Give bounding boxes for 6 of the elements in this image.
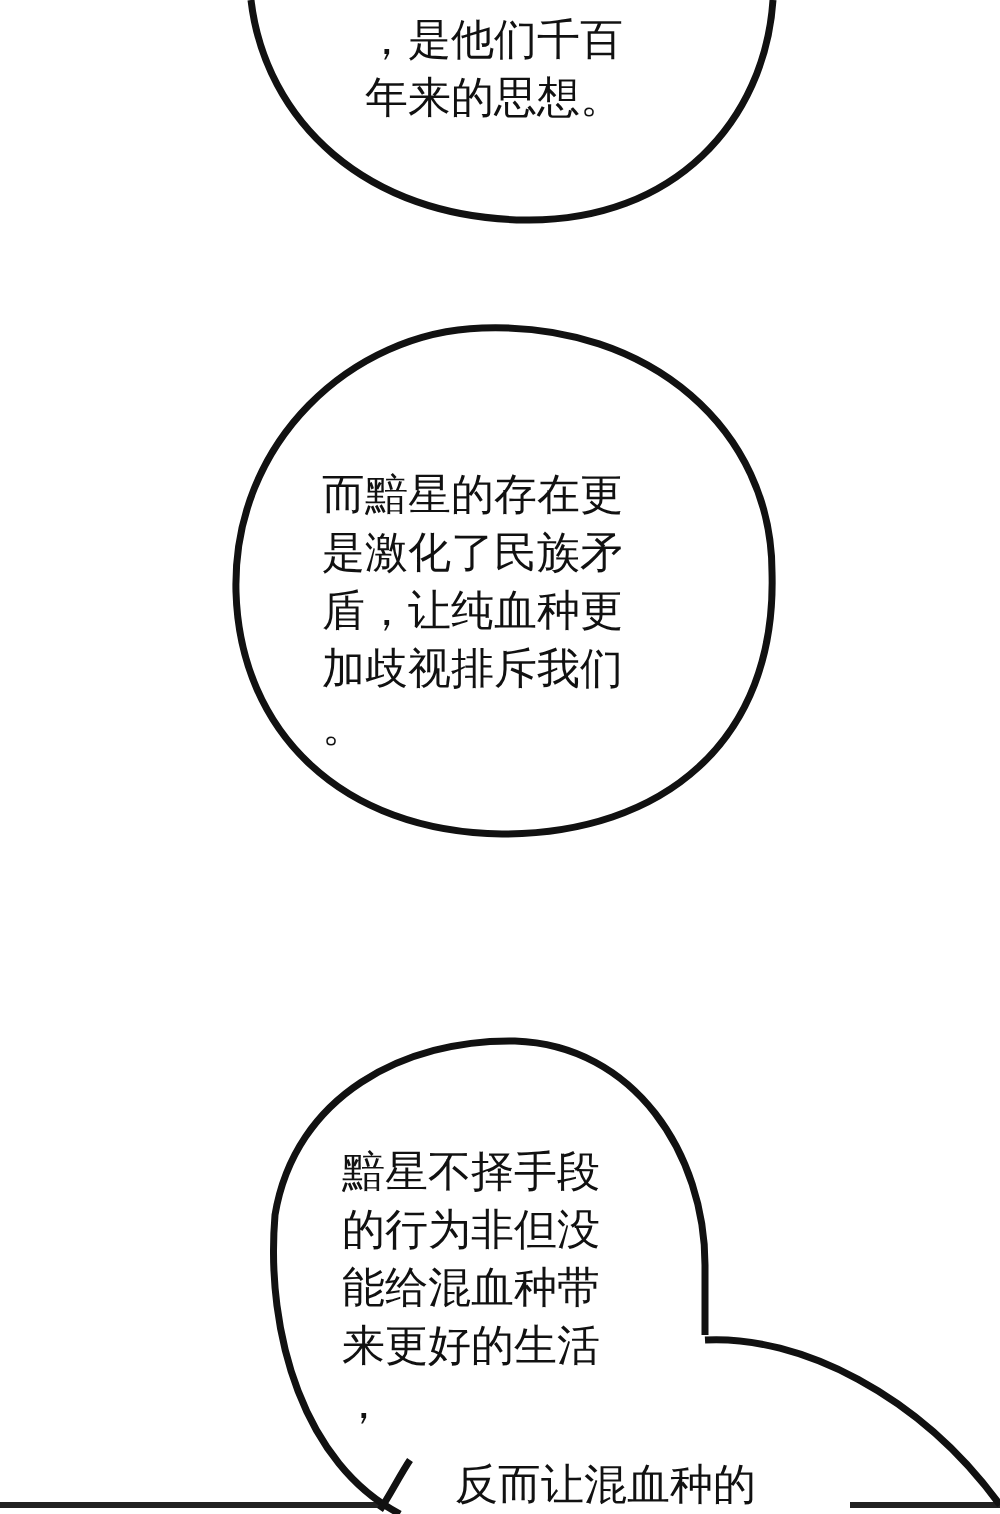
speech-text: ，是他们千百年来的思想。 xyxy=(365,13,624,124)
speech-bubble xyxy=(232,322,777,838)
speech-text: 黯星不择手段的行为非但没能给混血种带来更好的生活， xyxy=(342,1145,601,1430)
speech-text: 而黯星的存在更是激化了民族矛盾，让纯血种更加歧视排斥我们。 xyxy=(322,468,624,753)
speech-bubble xyxy=(245,0,777,222)
speech-text: 反而让混血种的 xyxy=(455,1458,757,1511)
